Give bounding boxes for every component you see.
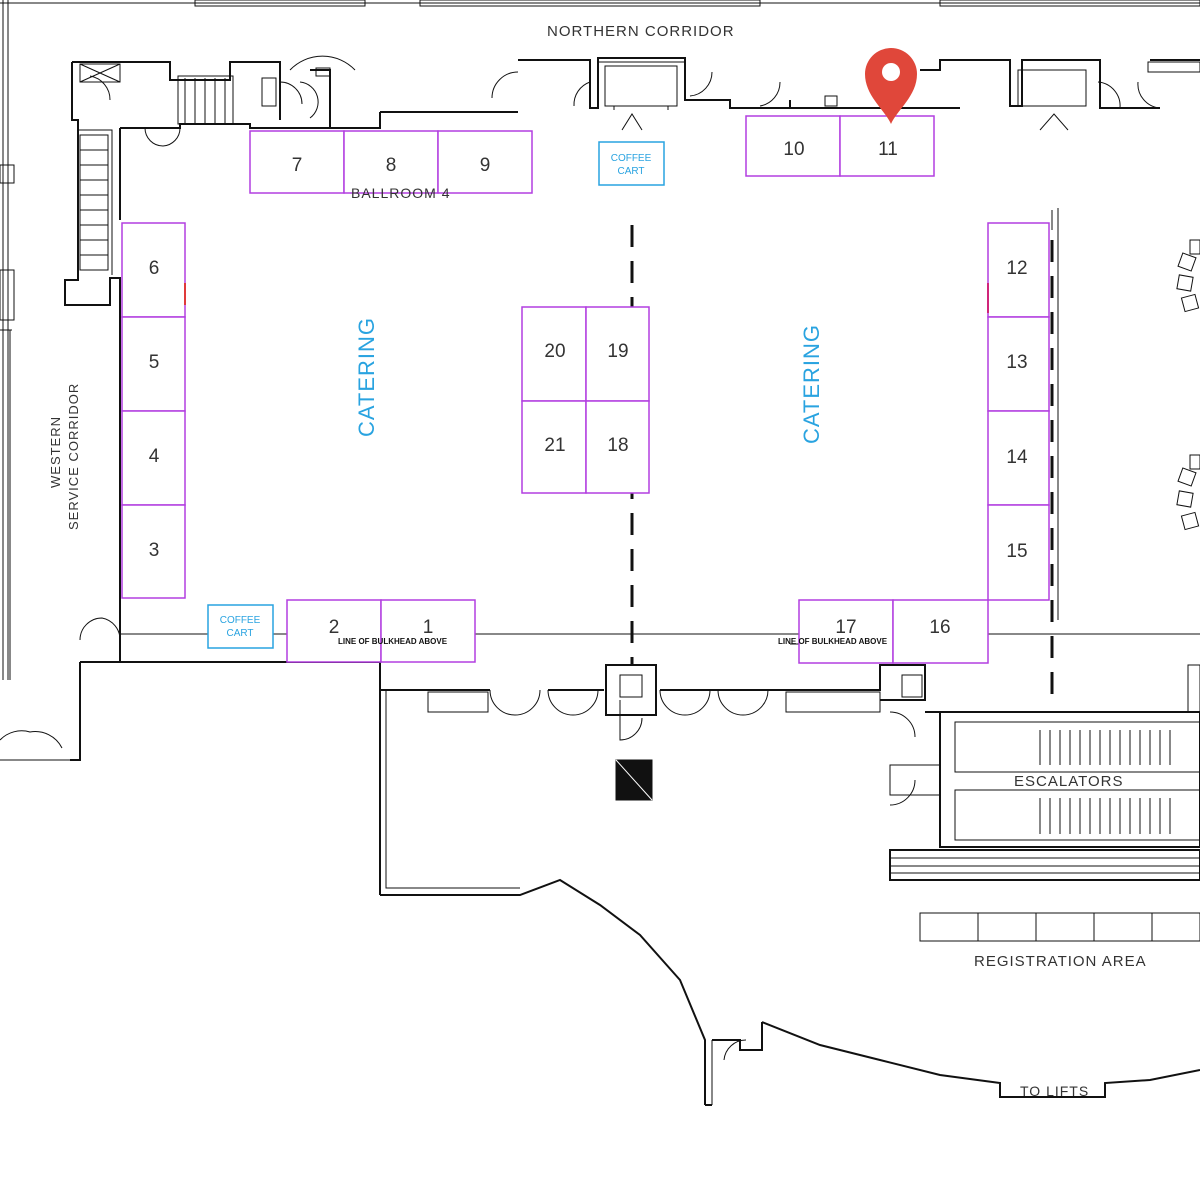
booth-2[interactable] (286, 599, 382, 663)
west-stairs (80, 149, 108, 256)
northern-corridor-label: NORTHERN CORRIDOR (547, 23, 735, 40)
coffee-cart-bottom[interactable]: COFFEE CART (207, 604, 274, 649)
to-lifts-label: TO LIFTS (1020, 1083, 1089, 1099)
booth-3[interactable] (121, 504, 186, 599)
booth-16[interactable] (892, 599, 989, 664)
booth-1[interactable] (380, 599, 476, 663)
registration-area-label: REGISTRATION AREA (974, 953, 1147, 970)
booth-21[interactable] (521, 400, 587, 494)
coffee-cart-top[interactable]: COFFEE CART (598, 141, 665, 186)
western-corridor-label-1: WESTERN (48, 416, 63, 488)
coffee-cart-top-line1: COFFEE (611, 153, 652, 164)
booth-5[interactable] (121, 316, 186, 412)
western-corridor-label-2: SERVICE CORRIDOR (66, 383, 81, 530)
booth-19[interactable] (585, 306, 650, 402)
bulkhead-label-left: LINE OF BULKHEAD ABOVE (338, 637, 448, 646)
bulkhead-label-right: LINE OF BULKHEAD ABOVE (778, 637, 888, 646)
booth-6[interactable] (121, 222, 186, 318)
booth-11[interactable] (839, 115, 935, 177)
booth-18[interactable] (585, 400, 650, 494)
ballroom-label: BALLROOM 4 (351, 185, 450, 201)
escalator-treads (1039, 730, 1171, 834)
booth-13[interactable] (987, 316, 1050, 412)
catering-label-right: CATERING (799, 324, 824, 444)
booth-4[interactable] (121, 410, 186, 506)
booth-15[interactable] (987, 504, 1050, 601)
booth-14[interactable] (987, 410, 1050, 506)
coffee-cart-bottom-line2: CART (226, 628, 253, 639)
booth-9[interactable] (437, 130, 533, 194)
map-pin-icon[interactable] (865, 48, 917, 124)
escalators-label: ESCALATORS (1014, 773, 1123, 790)
booths (121, 115, 1050, 664)
coffee-cart-bottom-line1: COFFEE (220, 615, 261, 626)
catering-label-left: CATERING (354, 317, 379, 437)
round-tables (1176, 239, 1200, 531)
booth-7[interactable] (249, 130, 345, 194)
registration-desks (919, 912, 1200, 942)
escalators (889, 711, 1200, 881)
booth-20[interactable] (521, 306, 587, 402)
booth-12[interactable] (987, 222, 1050, 318)
booth-10[interactable] (745, 115, 841, 177)
coffee-cart-top-line2: CART (617, 166, 644, 177)
booth-17[interactable] (798, 599, 894, 664)
booth-8[interactable] (343, 130, 439, 194)
doors (0, 55, 1161, 1061)
